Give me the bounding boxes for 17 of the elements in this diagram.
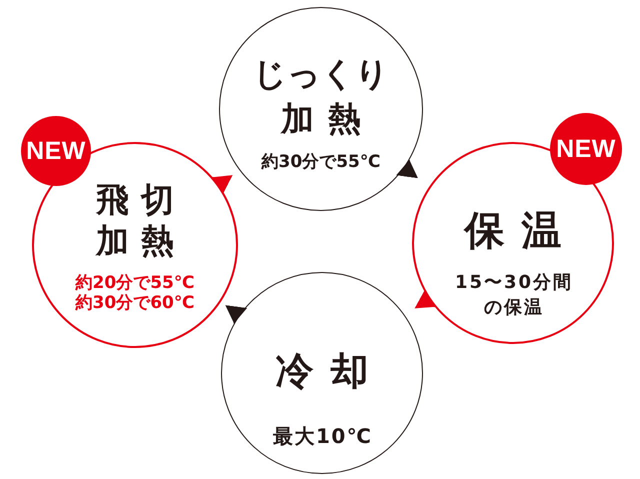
- flow-arrow: [414, 289, 436, 308]
- step-title: じっくり加熱: [252, 53, 390, 140]
- step-note: 15〜30分間の保温: [454, 271, 574, 320]
- flow-arrow: [212, 175, 233, 195]
- step-note: 約30分で60℃: [76, 293, 194, 313]
- flow-arrow: [396, 159, 418, 178]
- step-circle: [221, 272, 423, 474]
- step-circle: [219, 7, 423, 211]
- step-note: 最大10℃: [272, 424, 373, 449]
- new-badge: NEW: [21, 116, 91, 186]
- new-badge: NEW: [550, 113, 622, 185]
- step-note: 約30分で55℃: [262, 152, 380, 172]
- flow-arrow: [225, 305, 248, 324]
- step-title: 飛切加熱: [94, 179, 187, 261]
- step-note: 約20分で55℃: [76, 273, 194, 293]
- step-title: 冷却: [274, 348, 386, 394]
- step-title: 保温: [462, 207, 578, 255]
